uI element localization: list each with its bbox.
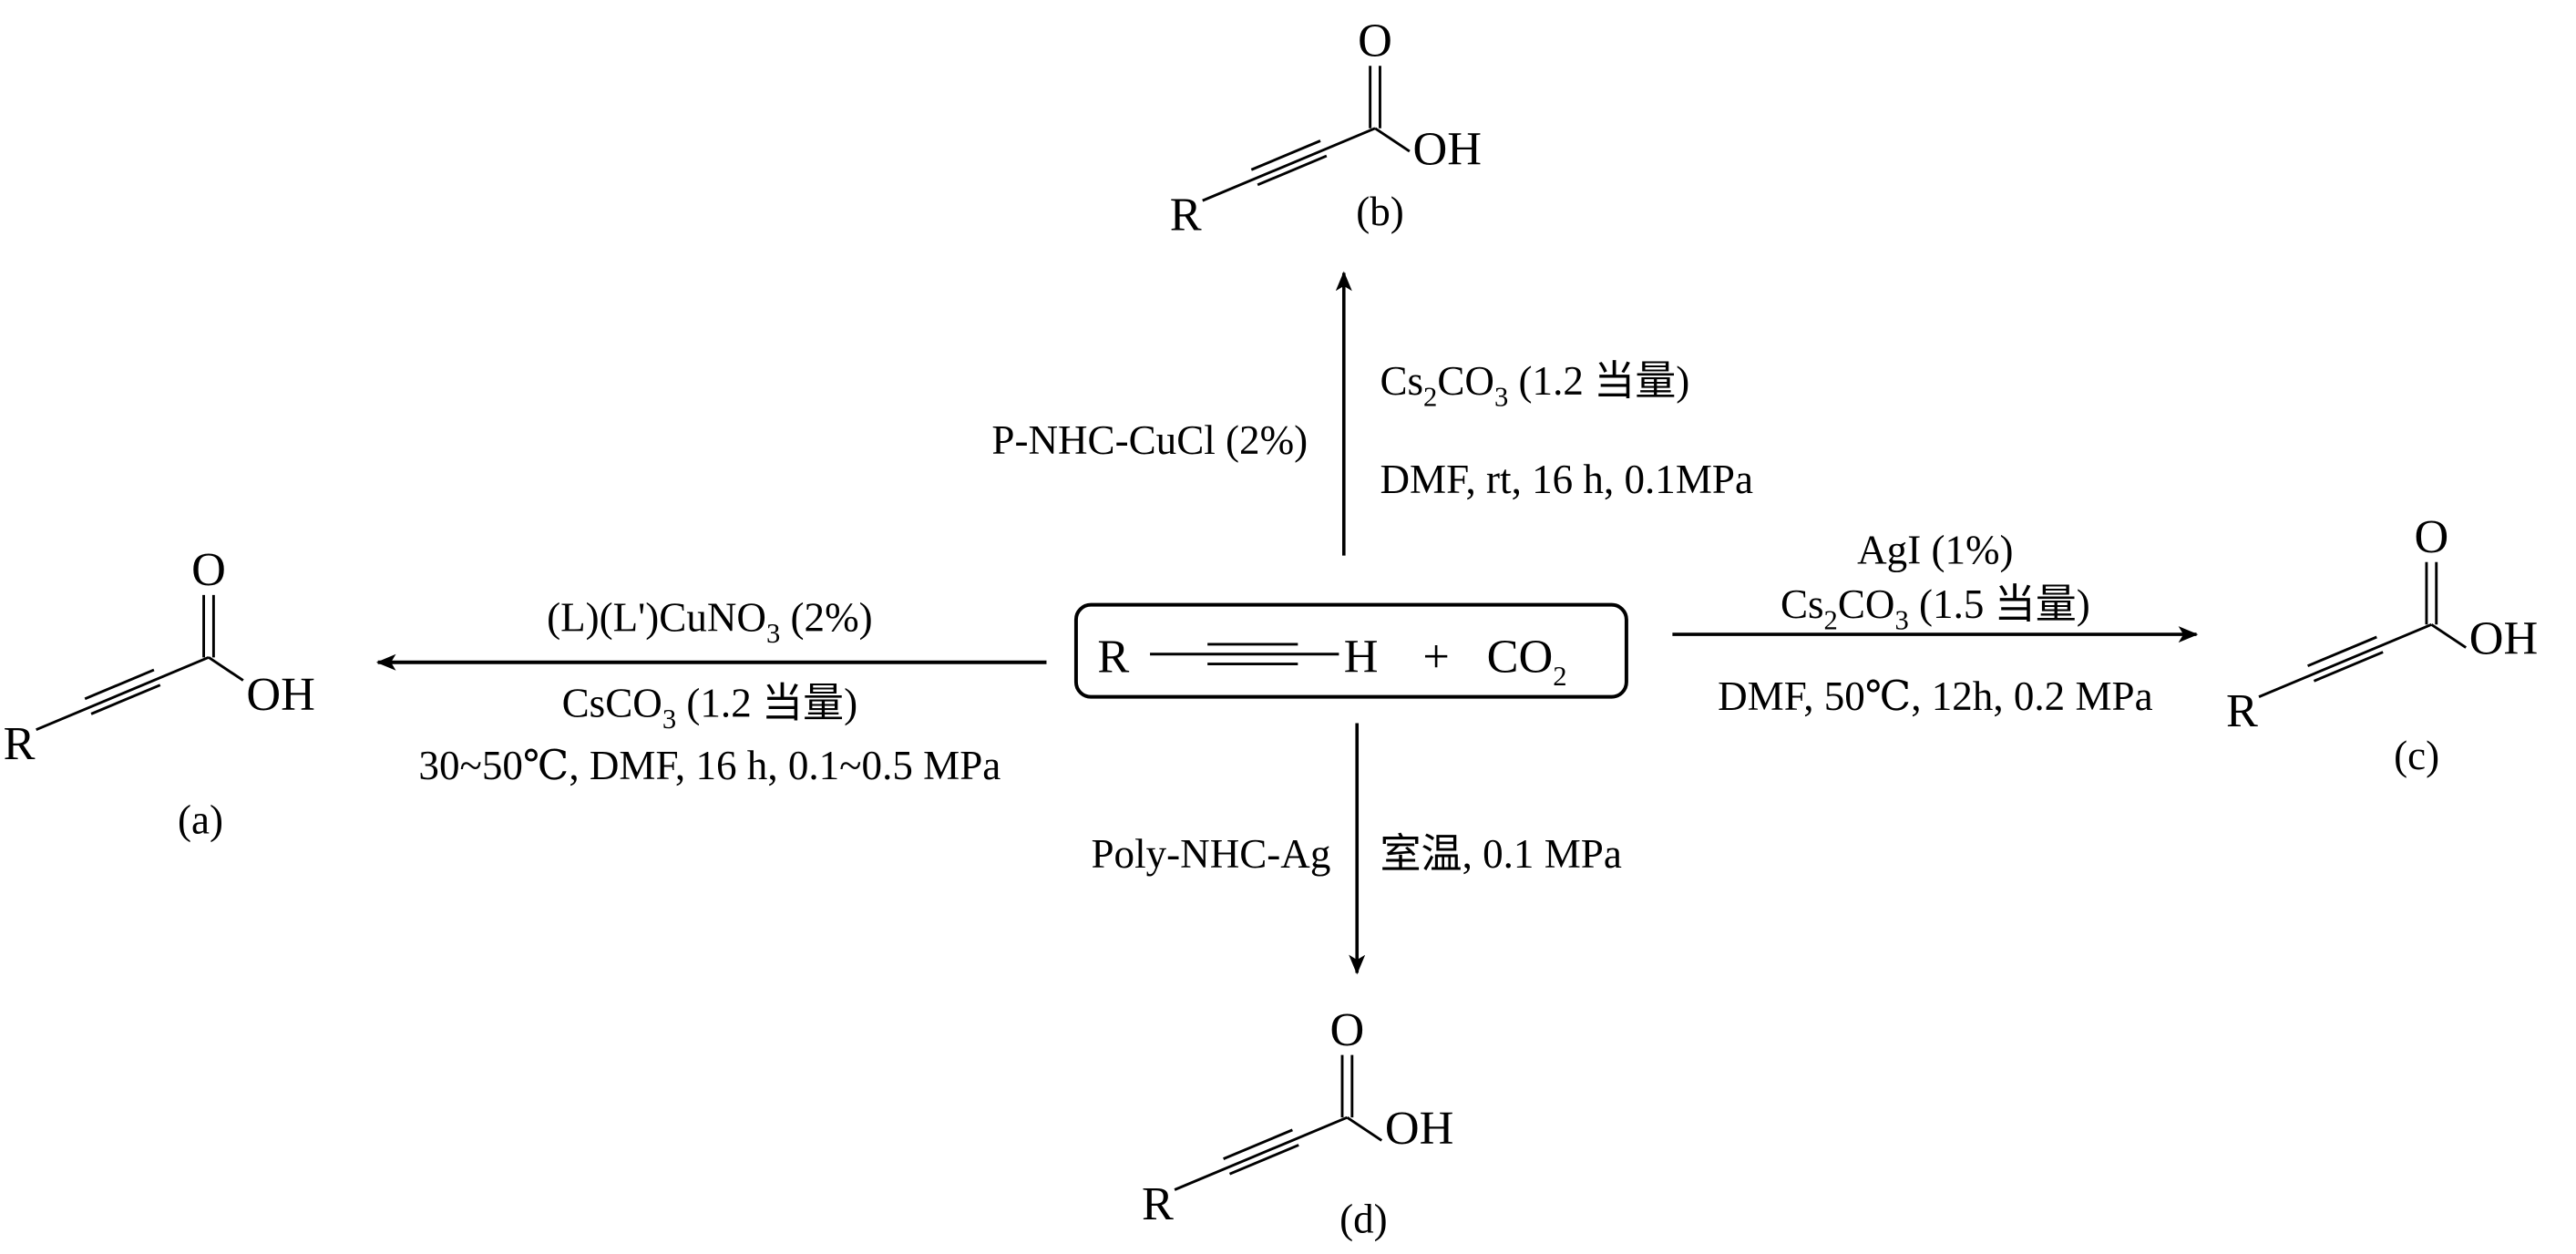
atom-r: R xyxy=(1170,189,1202,242)
atom-o: O xyxy=(191,543,226,596)
atom-r: R xyxy=(1142,1177,1174,1230)
route-b-base: Cs2CO3 (1.2 当量) xyxy=(1380,358,1689,413)
route-c-catalyst: AgI (1%) xyxy=(1857,528,2013,573)
route-c-conditions-text: DMF, 50℃, 12h, 0.2 MPa xyxy=(1718,673,2152,719)
route-a-conditions: (L)(L')CuNO3 (2%) CsCO3 (1.2 当量) 30~50℃,… xyxy=(418,595,1001,788)
atom-r: R xyxy=(4,717,36,770)
product-c: R O OH (c) xyxy=(2226,510,2538,778)
route-c-base: Cs2CO3 (1.5 当量) xyxy=(1781,581,2090,636)
reactant-h: H xyxy=(1344,631,1379,684)
atom-oh: OH xyxy=(1413,122,1483,175)
product-d: R O OH (d) xyxy=(1142,1003,1453,1242)
atom-oh: OH xyxy=(1385,1102,1454,1155)
route-a-base: CsCO3 (1.2 当量) xyxy=(562,680,858,735)
route-c-conditions: AgI (1%) Cs2CO3 (1.5 当量) DMF, 50℃, 12h, … xyxy=(1718,528,2152,719)
route-b-conditions: P-NHC-CuCl (2%) Cs2CO3 (1.2 当量) DMF, rt,… xyxy=(991,358,1753,502)
atom-oh: OH xyxy=(2469,612,2539,665)
route-d-catalyst: Poly-NHC-Ag xyxy=(1092,831,1331,877)
route-b-conditions-text: DMF, rt, 16 h, 0.1MPa xyxy=(1380,457,1753,502)
product-a: R O OH (a) xyxy=(4,543,315,842)
product-b-label: (b) xyxy=(1356,189,1404,234)
route-a-conditions-text: 30~50℃, DMF, 16 h, 0.1~0.5 MPa xyxy=(418,743,1001,788)
product-c-label: (c) xyxy=(2394,733,2439,778)
atom-o: O xyxy=(1330,1003,1365,1056)
atom-oh: OH xyxy=(246,668,314,721)
route-d-conditions: Poly-NHC-Ag 室温, 0.1 MPa xyxy=(1092,831,1622,877)
route-a-catalyst: (L)(L')CuNO3 (2%) xyxy=(547,595,873,650)
product-d-label: (d) xyxy=(1339,1196,1388,1241)
product-a-label: (a) xyxy=(178,797,223,842)
reactant-box: R H + CO2 xyxy=(1073,602,1628,699)
plus-sign: + xyxy=(1422,631,1449,684)
atom-r: R xyxy=(2226,684,2258,737)
route-b-catalyst: P-NHC-CuCl (2%) xyxy=(991,417,1308,463)
atom-o: O xyxy=(2414,510,2448,563)
atom-o: O xyxy=(1358,14,1392,67)
route-d-conditions-text: 室温, 0.1 MPa xyxy=(1380,831,1621,877)
reactant-co2: CO2 xyxy=(1487,631,1567,692)
product-b: R O OH (b) xyxy=(1170,14,1482,241)
reactant-r: R xyxy=(1097,631,1129,684)
